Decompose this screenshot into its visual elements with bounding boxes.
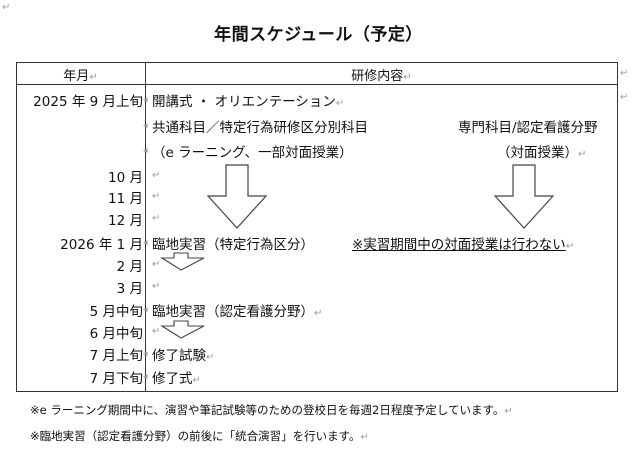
row-date: 2026 年 1 月	[60, 237, 143, 253]
empty-cell-mark: ↵	[152, 170, 161, 181]
cell-mark: ◂	[143, 305, 148, 315]
row-date: 2025 年 9 月上旬	[33, 94, 143, 110]
row-date: 2 月	[116, 259, 143, 275]
row-date: 7 月下旬	[89, 371, 143, 387]
row-content: 修了式↵	[152, 371, 201, 387]
cell-mark: ◂	[143, 238, 148, 248]
empty-cell-mark: ↵	[152, 326, 161, 337]
paragraph-mark: ↵	[2, 2, 11, 13]
row-content: 開講式 ・ オリエンテーション↵	[152, 94, 345, 110]
empty-cell-mark: ↵	[152, 213, 161, 224]
footnote: ※e ラーニング期間中に、演習や筆記試験等のための登校日を毎週2日程度予定してい…	[30, 403, 513, 417]
row-date: 3 月	[116, 281, 143, 297]
row-date: 7 月上旬	[89, 348, 143, 364]
table-header-divider	[16, 84, 618, 85]
row-content: 臨地実習（特定行為区分）	[152, 237, 314, 253]
page-title: 年間スケジュール（予定）	[214, 25, 423, 45]
empty-cell-mark: ↵	[152, 259, 161, 270]
common-subjects-label: 共通科目／特定行為研修区分別科目	[152, 120, 368, 136]
empty-cell-mark: ↵	[152, 191, 161, 202]
row-end-mark: ↵	[620, 68, 629, 79]
row-date: 5 月中旬	[89, 304, 143, 320]
row-content: 修了試験↵	[152, 348, 215, 364]
arrow-down-icon	[160, 320, 205, 339]
cell-mark: ◂	[143, 146, 148, 156]
footnote: ※臨地実習（認定看護分野）の前後に「統合演習」を行います。↵	[30, 429, 369, 443]
specialty-subjects-format: （対面授業）↵	[497, 145, 587, 161]
row-date: 6 月中旬	[89, 326, 143, 342]
cell-mark: ◂	[143, 121, 148, 131]
practicum-note: ※実習期間中の対面授業は行わない↵	[352, 237, 575, 253]
row-content: 臨地実習（認定看護分野）↵	[152, 304, 323, 320]
row-date: 11 月	[108, 191, 143, 207]
cell-mark: ◂	[143, 349, 148, 359]
header-content: 研修内容↵	[351, 69, 412, 84]
schedule-table	[16, 62, 618, 392]
specialty-subjects-label: 専門科目/認定看護分野	[458, 120, 598, 136]
arrow-down-icon	[493, 164, 555, 229]
row-date: 12 月	[108, 213, 143, 229]
empty-cell-mark: ↵	[152, 281, 161, 292]
arrow-down-icon	[206, 164, 268, 229]
cell-mark: ◂	[143, 372, 148, 382]
table-column-divider	[145, 62, 146, 392]
cell-mark: ◂	[143, 95, 148, 105]
arrow-down-icon	[160, 252, 205, 271]
row-date: 10 月	[108, 170, 143, 186]
header-date: 年月↵	[63, 69, 98, 84]
row-end-mark: ↵	[620, 92, 629, 103]
common-subjects-format: （e ラーニング、一部対面授業）	[152, 145, 353, 161]
